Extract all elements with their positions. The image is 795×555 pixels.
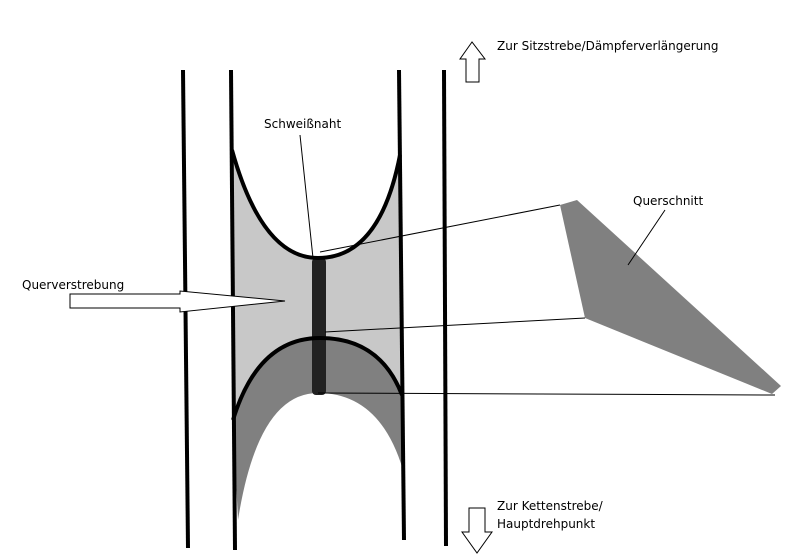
dark-gray-region	[233, 338, 403, 520]
weld-seam	[312, 258, 326, 395]
cross-section-leader	[627, 209, 666, 266]
bottom-direction-label-line1: Zur Kettenstrebe/	[497, 499, 603, 513]
cross-brace-arrow-icon	[69, 290, 286, 313]
upper-arc	[230, 149, 402, 261]
cross-section-shape	[560, 200, 781, 394]
cross-section-label: Querschnitt	[633, 194, 704, 208]
inner-tube-left	[229, 69, 237, 551]
weld-label: Schweißnaht	[264, 117, 342, 131]
lower-arc	[231, 335, 404, 421]
projection-line-top	[319, 204, 561, 253]
arrow-down-icon	[461, 507, 493, 554]
projection-line-middle	[324, 317, 586, 333]
bottom-direction-label-line2: Hauptdrehpunkt	[497, 517, 596, 531]
projection-line-bottom	[317, 392, 776, 396]
outer-tube-right	[442, 69, 448, 547]
weld-leader	[299, 134, 314, 259]
inner-tube-right	[397, 69, 406, 541]
top-direction-label: Zur Sitzstrebe/Dämpferverlängerung	[497, 39, 719, 53]
arrow-up-icon	[459, 41, 487, 83]
cross-brace-label: Querverstrebung	[22, 278, 125, 292]
